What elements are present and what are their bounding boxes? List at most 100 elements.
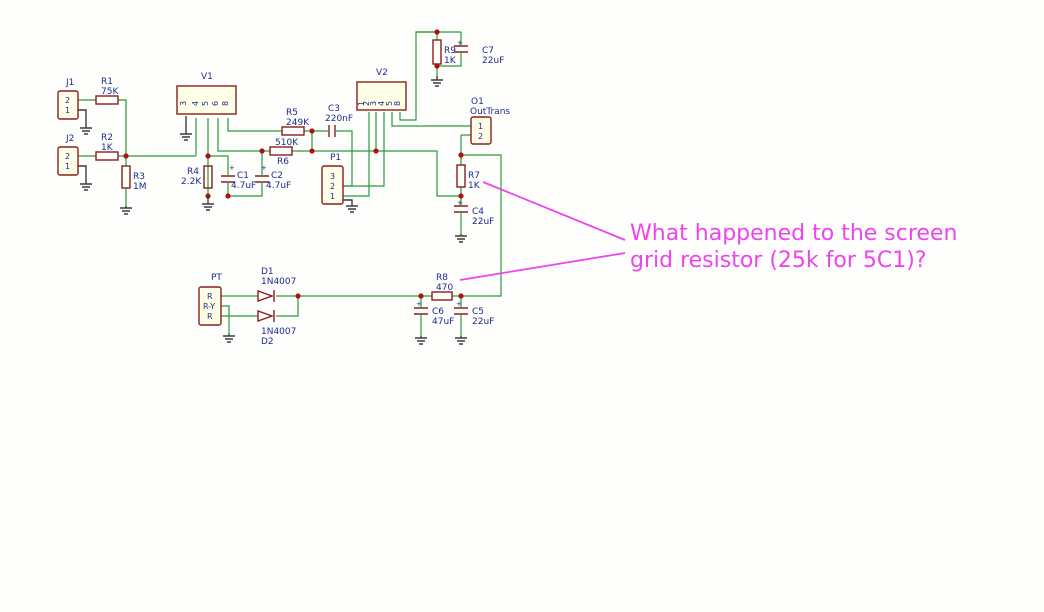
capacitor-c6[interactable]: + C6 47uF <box>414 300 454 327</box>
polarity-mark: + <box>416 300 422 308</box>
ref-label: D2 <box>261 337 274 347</box>
pin-number: 2 <box>65 96 70 105</box>
junction-dot <box>205 153 211 159</box>
ref-label: R8 <box>436 273 448 283</box>
connector-o1[interactable]: O1 OutTrans 1 2 <box>470 97 510 145</box>
resistor-r1[interactable]: R1 75K <box>95 77 119 105</box>
junction-dot <box>458 193 464 199</box>
junction-dot <box>418 293 424 299</box>
ref-label: C3 <box>328 104 340 114</box>
pin-number: 8 <box>393 101 402 106</box>
pin-number: 2 <box>330 182 335 191</box>
value-label: 470 <box>436 283 453 293</box>
value-label: OutTrans <box>470 107 510 117</box>
ref-label: C5 <box>472 307 484 317</box>
ref-label: R6 <box>277 157 289 167</box>
pin-number: 8 <box>221 101 230 106</box>
value-label: 22uF <box>482 56 504 66</box>
resistor-body <box>269 146 293 156</box>
resistor-r7[interactable]: R7 1K <box>456 164 481 191</box>
value-label: 510K <box>275 138 299 148</box>
ref-label: R2 <box>101 133 113 143</box>
resistor-body <box>432 39 442 65</box>
tube-body <box>356 81 407 111</box>
pin-number: 4 <box>377 101 386 106</box>
ref-label: V2 <box>376 68 388 78</box>
value-label: 2.2K <box>181 177 202 187</box>
capacitor-c2[interactable]: + C2 4.7uF <box>255 164 291 191</box>
power-transformer-pt[interactable]: PT R R-Y R <box>198 273 222 326</box>
pin-number: 2 <box>65 152 70 161</box>
connector-j1[interactable]: J1 2 1 <box>57 78 79 120</box>
pin-number: 4 <box>191 101 200 106</box>
value-label: 249K <box>286 118 310 128</box>
annotation: What happened to the screen grid resisto… <box>459 181 957 281</box>
capacitor-c3[interactable]: C3 220nF <box>325 104 353 137</box>
pin-number: 3 <box>179 101 188 106</box>
resistor-r3[interactable]: R3 1M <box>121 165 147 192</box>
pin-number: 3 <box>330 172 335 181</box>
ref-label: R1 <box>101 77 113 87</box>
value-label: 4.7uF <box>266 181 291 191</box>
pin-number: 1 <box>65 162 70 171</box>
junction-dots <box>123 29 464 299</box>
ref-label: R3 <box>133 172 145 182</box>
ref-label: P1 <box>330 153 341 163</box>
resistor-r8[interactable]: R8 470 <box>431 273 453 301</box>
resistor-r4[interactable]: R4 2.2K <box>181 165 213 189</box>
diode-d2[interactable]: 1N4007 D2 <box>257 310 296 347</box>
ground-symbol <box>455 336 467 345</box>
annotation-arrow-to-r8 <box>459 252 626 281</box>
junction-dot <box>458 293 464 299</box>
tube-v1[interactable]: V1 3 4 5 6 8 <box>176 72 237 115</box>
connector-j2[interactable]: J2 2 1 <box>57 134 79 176</box>
value-label: 1K <box>468 181 481 191</box>
value-label: 4.7uF <box>231 181 256 191</box>
pin-label: R-Y <box>203 302 215 311</box>
ground-symbol <box>431 76 443 87</box>
capacitor-c7[interactable]: + C7 22uF <box>454 39 504 66</box>
junction-dot <box>123 153 129 159</box>
resistor-r9[interactable]: R9 1K <box>432 39 457 66</box>
transformer-body <box>198 286 222 326</box>
capacitor-plates <box>414 307 428 315</box>
resistor-body <box>456 164 466 188</box>
capacitor-c5[interactable]: + C5 22uF <box>454 300 494 327</box>
pin-number: 1 <box>357 101 366 106</box>
connector-body <box>470 116 492 145</box>
capacitor-c1[interactable]: + C1 4.7uF <box>221 164 256 191</box>
pin-number: 2 <box>478 132 483 141</box>
pin-label: R <box>207 312 213 321</box>
tube-v2[interactable]: V2 1 2 3 4 5 8 <box>356 68 407 111</box>
junction-dot <box>373 148 379 154</box>
polarity-mark: + <box>456 300 462 308</box>
ref-label: C6 <box>432 307 444 317</box>
pin-number: 5 <box>201 101 210 106</box>
value-label: 22uF <box>472 317 494 327</box>
junction-dot <box>309 148 315 154</box>
resistor-r2[interactable]: R2 1K <box>95 133 119 161</box>
junction-dot <box>458 152 464 158</box>
junction-dot <box>434 29 440 35</box>
capacitor-c4[interactable]: + C4 22uF <box>454 199 494 227</box>
junction-dot <box>259 148 265 154</box>
ground-symbol <box>120 206 132 215</box>
ground-symbol <box>78 109 92 135</box>
diode-symbol <box>257 310 275 322</box>
potentiometer-p1[interactable]: P1 3 2 1 <box>321 153 344 205</box>
resistor-body <box>95 95 119 105</box>
resistor-body <box>121 165 131 189</box>
resistor-r6[interactable]: 510K R6 <box>269 138 299 167</box>
tube-body <box>176 85 237 115</box>
value-label: 47uF <box>432 317 454 327</box>
diode-d1[interactable]: D1 1N4007 <box>257 267 296 302</box>
ref-label: C7 <box>482 46 494 56</box>
diode-symbol <box>257 290 275 302</box>
ground-symbol <box>223 334 235 343</box>
resistor-r5[interactable]: R5 249K <box>281 108 310 136</box>
resistor-body <box>281 126 305 136</box>
polarity-mark: + <box>261 164 267 172</box>
ref-label: R5 <box>286 108 298 118</box>
ref-label: J2 <box>65 134 74 144</box>
